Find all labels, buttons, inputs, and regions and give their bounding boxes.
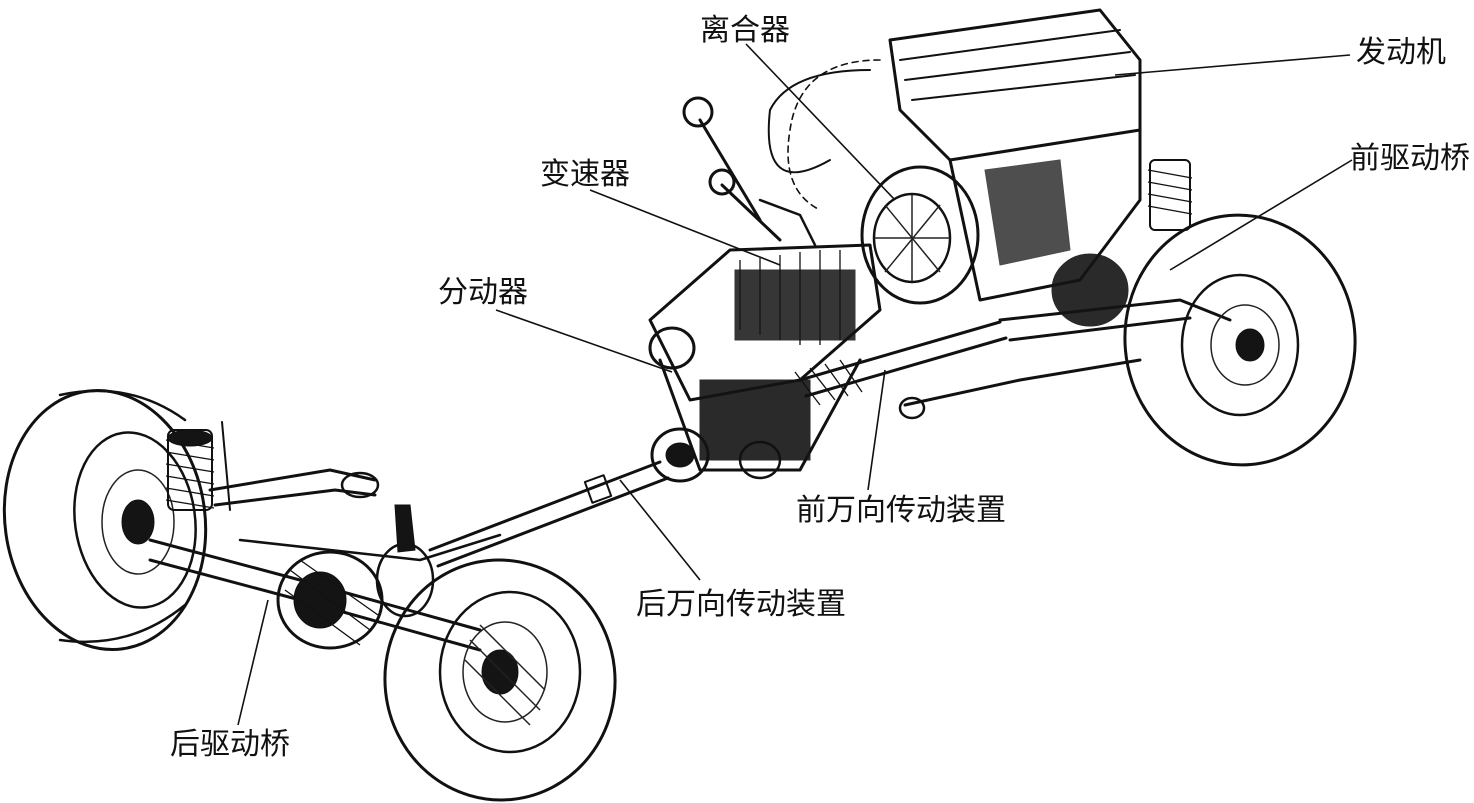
rear-axle-assembly	[148, 468, 502, 652]
gearbox-and-transfer-case	[648, 96, 882, 480]
label-engine: 发动机	[1356, 35, 1446, 70]
engine-and-clutch	[767, 8, 1193, 305]
leader-engine	[1114, 54, 1351, 76]
label-gearbox: 变速器	[540, 157, 630, 192]
leader-clutch	[745, 43, 896, 201]
front-driveshaft	[794, 320, 1008, 406]
rear-driveshaft	[428, 427, 710, 568]
leader-front-axle	[1169, 159, 1353, 271]
label-rear-axle: 后驱动桥	[170, 727, 290, 762]
label-clutch: 离合器	[700, 13, 790, 48]
label-transfer-case: 分动器	[438, 275, 528, 310]
rear-coil-spring	[165, 421, 231, 511]
leader-front-driveshaft	[867, 369, 886, 491]
front-axle-and-wheel	[898, 213, 1357, 467]
leader-rear-driveshaft	[619, 479, 701, 581]
leader-rear-axle	[237, 599, 269, 726]
label-front-axle: 前驱动桥	[1350, 141, 1470, 176]
label-front-driveshaft: 前万向传动装置	[796, 493, 1006, 528]
label-rear-driveshaft: 后万向传动装置	[636, 587, 846, 622]
rear-right-wheel	[383, 558, 617, 802]
rear-left-wheel	[2, 389, 208, 651]
leader-transfer-case	[495, 309, 673, 373]
leader-lines	[237, 43, 1353, 726]
leader-gearbox	[589, 189, 781, 266]
